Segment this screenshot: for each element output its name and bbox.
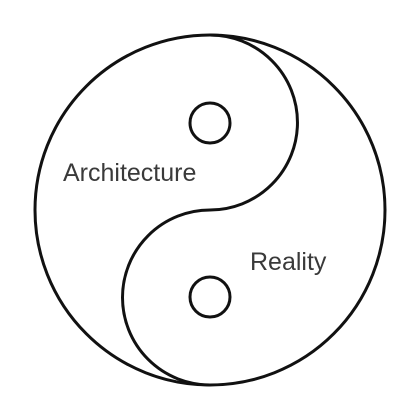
label-reality: Reality (250, 248, 327, 276)
upper-dot (188, 101, 232, 145)
s-curve-divider (121, 33, 299, 387)
label-architecture: Architecture (63, 159, 196, 187)
lower-dot (188, 275, 232, 319)
